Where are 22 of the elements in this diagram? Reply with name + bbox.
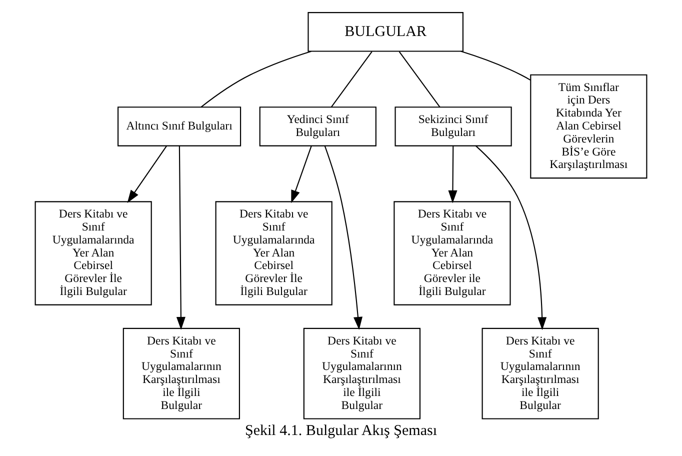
arrow: [176, 146, 186, 330]
node-box: Ders Kitabı ve Sınıf Uygulamalarında Yer Alan Cebirsel Görevler İle İlgili Bulgular: [34, 201, 152, 306]
arrow: [448, 146, 458, 204]
connector: [330, 51, 372, 108]
arrow: [475, 145, 547, 330]
connector: [398, 51, 440, 108]
node-box: Ders Kitabı ve Sınıf Uygulamalarında Yer Alan Cebirsel Görevler İle İlgili Bulgular: [215, 201, 332, 306]
arrow: [127, 146, 168, 203]
node-box: Ders Kitabı ve Sınıf Uygulamalarının Karşılaştırılması ile İlgili Bulgular: [303, 328, 421, 420]
arrow: [291, 146, 312, 204]
connector: [460, 50, 531, 81]
node-box: Ders Kitabı ve Sınıf Uygulamalarının Karşılaştırılması ile İlgili Bulgular: [482, 328, 599, 420]
node-box: Yedinci Sınıf Bulguları: [259, 106, 376, 146]
node-box: BULGULAR: [308, 12, 464, 52]
node-box: Tüm Sınıflar için Ders Kitabında Yer Alan Cebirsel Görevlerin BİS’e Göre Karşılaştırılması: [530, 74, 648, 179]
caption: Şekil 4.1. Bulgular Akış Şeması: [244, 423, 438, 440]
node-box: Ders Kitabı ve Sınıf Uygulamalarında Yer Alan Cebirsel Görevler ile İlgili Bulgular: [394, 201, 511, 306]
node-box: Altıncı Sınıf Bulguları: [118, 106, 242, 146]
connector: [200, 50, 312, 108]
node-box: Sekizinci Sınıf Bulguları: [394, 106, 512, 146]
node-box: Ders Kitabı ve Sınıf Uygulamalarının Karşılaştırılması ile İlgili Bulgular: [122, 328, 240, 420]
arrow: [324, 146, 362, 330]
